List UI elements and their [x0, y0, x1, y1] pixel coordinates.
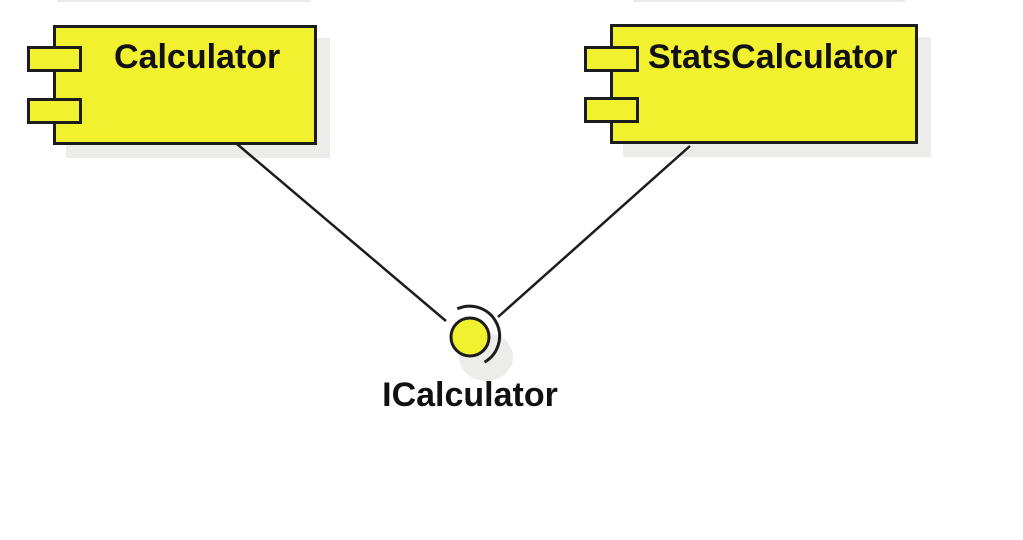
- interface-ball-icon: [449, 316, 491, 358]
- cropped-edge-artifact-right: [633, 0, 905, 2]
- component-icon-tab: [27, 98, 82, 124]
- connector-statscalculator-icalculator: [497, 145, 691, 318]
- component-icon-tab: [584, 46, 639, 72]
- component-icon-tab: [584, 97, 639, 123]
- component-calculator: [53, 25, 317, 145]
- component-calculator-label: Calculator: [114, 38, 281, 76]
- interface-socket-arc: [456, 304, 502, 364]
- component-statscalculator-label: StatsCalculator: [648, 38, 898, 76]
- interface-icalculator-label: ICalculator: [382, 376, 558, 414]
- connector-calculator-icalculator: [236, 143, 447, 322]
- component-statscalculator: [610, 24, 918, 144]
- cropped-edge-artifact-left: [57, 0, 310, 2]
- component-icon-tab: [27, 46, 82, 72]
